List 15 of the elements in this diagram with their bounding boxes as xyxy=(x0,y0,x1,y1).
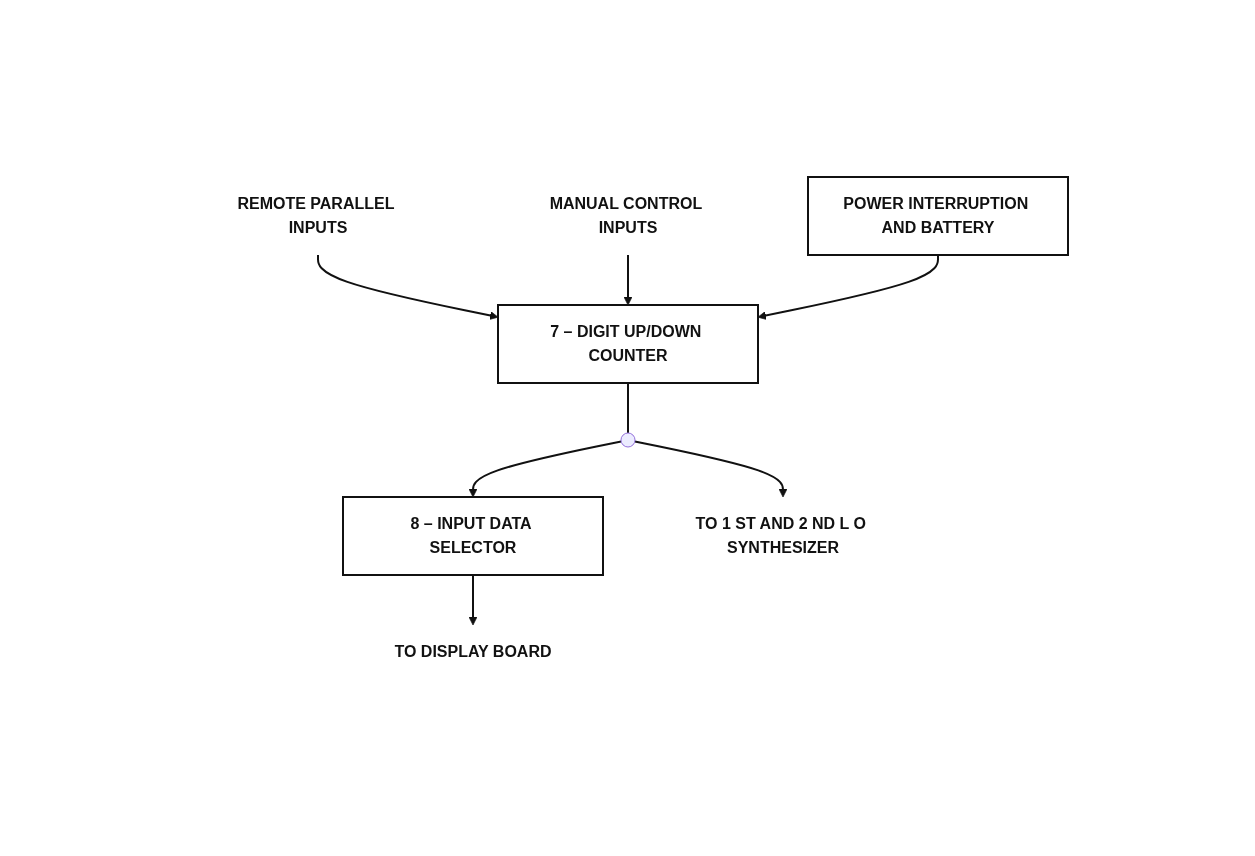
node-box: POWER INTERRUPTION AND BATTERY xyxy=(806,176,1069,256)
node-circle xyxy=(620,432,635,448)
node-text: REMOTE PARALLEL INPUTS xyxy=(236,195,394,236)
connector xyxy=(626,382,629,434)
arrow xyxy=(623,254,632,306)
arrow xyxy=(316,254,498,320)
arrow xyxy=(468,574,477,626)
node-text: MANUAL CONTROL INPUTS xyxy=(549,195,702,236)
arrow xyxy=(757,254,939,320)
arrow xyxy=(468,440,622,498)
node-text: TO 1 ST AND 2 ND L O SYNTHESIZER xyxy=(695,515,866,556)
node-box: 8 – INPUT DATA SELECTOR xyxy=(341,496,604,576)
arrow xyxy=(633,440,787,498)
node-box: 7 – DIGIT UP/DOWN COUNTER xyxy=(496,304,759,384)
node-text: TO DISPLAY BOARD xyxy=(393,643,552,660)
